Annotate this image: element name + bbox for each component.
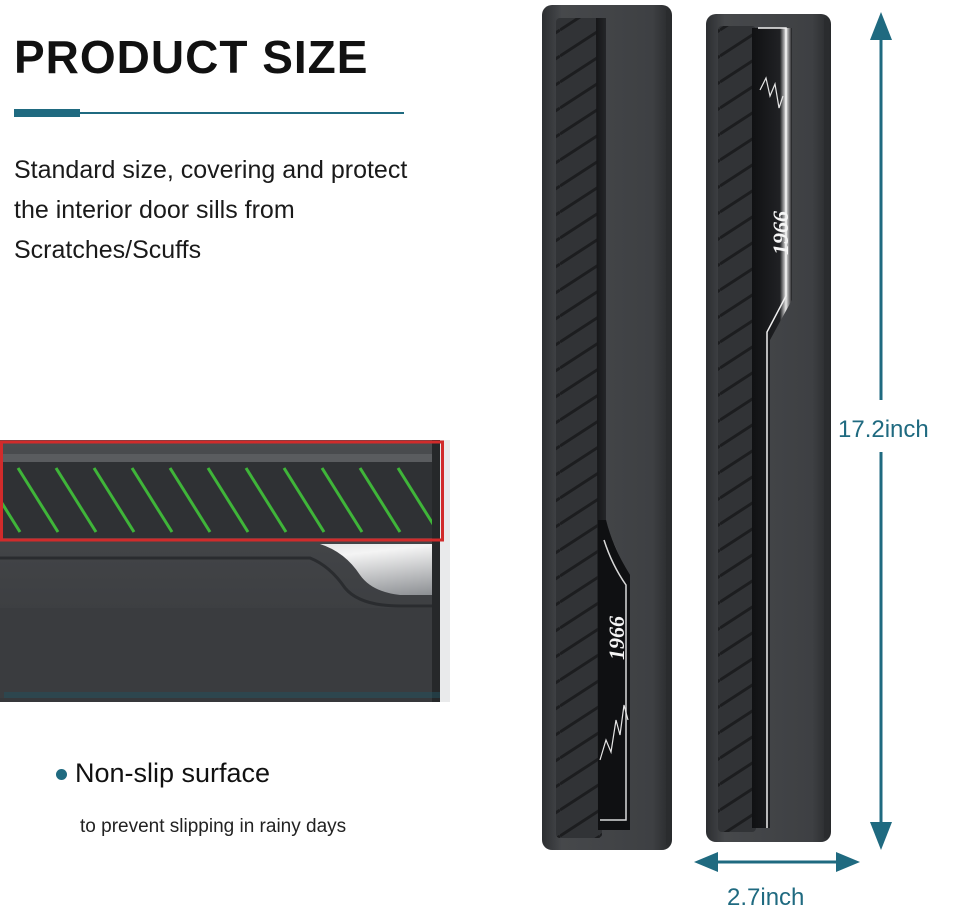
emblem-text-left: 1966: [604, 616, 629, 660]
title-underline: [14, 112, 404, 114]
page-title: PRODUCT SIZE: [14, 31, 369, 83]
feature-subtitle: to prevent slipping in rainy days: [80, 816, 347, 837]
stripe-pattern: [0, 467, 440, 533]
width-dimension-label: 2.7inch: [727, 884, 805, 911]
horizontal-double-arrow-icon: [694, 852, 860, 872]
description-line-2: the interior door sills from: [14, 196, 295, 224]
description-line-3: Scratches/Scuffs: [14, 236, 202, 264]
feature-title: Non-slip surface: [75, 758, 271, 788]
non-slip-closeup-image: [0, 440, 450, 702]
door-sill-left: [542, 5, 672, 850]
emblem-text-right: 1966: [768, 211, 793, 255]
feature-item: Non-slip surface: [56, 758, 270, 789]
height-dimension-label: 17.2inch: [838, 416, 929, 443]
product-description: Standard size, covering and protect the …: [14, 150, 534, 270]
bullet-dot-icon: [56, 769, 67, 781]
door-sill-right: [706, 14, 831, 842]
title-underline-accent: [14, 109, 80, 117]
description-line-1: Standard size, covering and protect: [14, 156, 408, 184]
